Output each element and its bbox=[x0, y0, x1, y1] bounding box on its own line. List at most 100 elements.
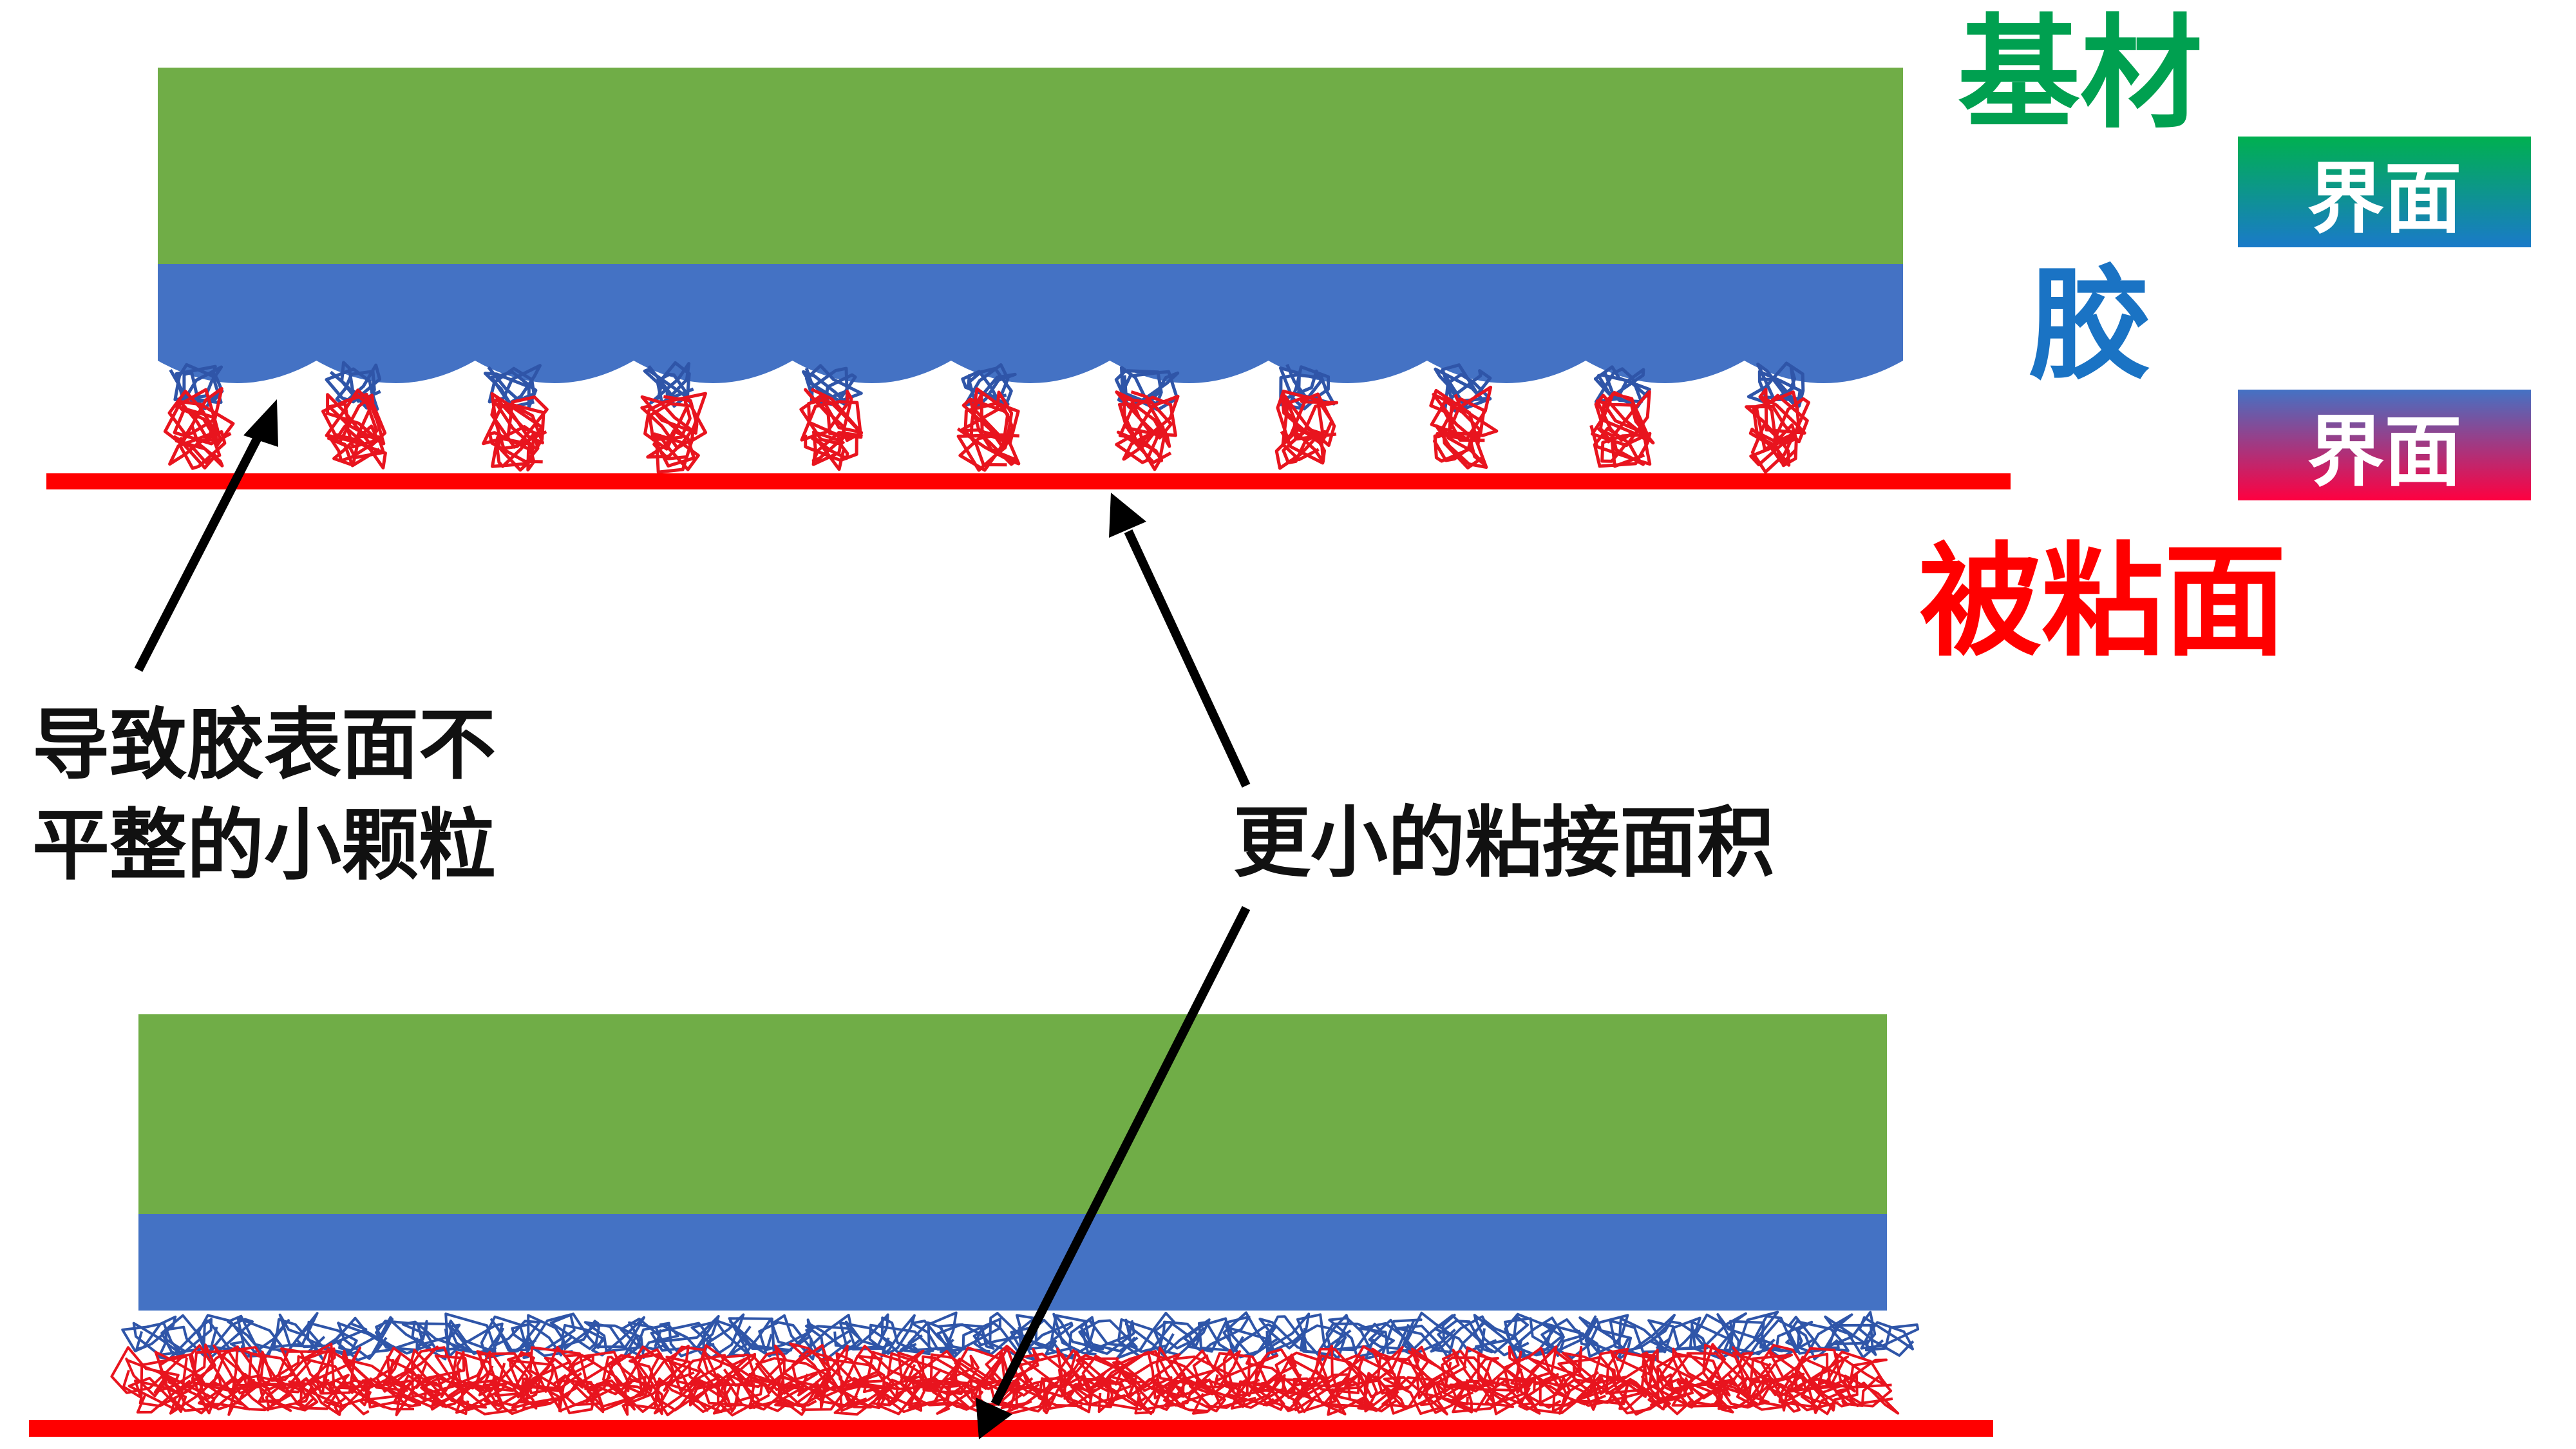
bottom-polymer-chain bbox=[420, 1376, 488, 1416]
top-adhesive-layer bbox=[158, 264, 1903, 383]
bottom-polymer-chain bbox=[480, 1315, 541, 1359]
bottom-polymer-chain bbox=[511, 1313, 576, 1359]
top-polymer-chain bbox=[483, 364, 542, 409]
bottom-polymer-chain bbox=[1075, 1351, 1148, 1399]
bottom-polymer-chain bbox=[549, 1312, 604, 1351]
bottom-polymer-chain bbox=[434, 1350, 498, 1399]
bottom-polymer-chain bbox=[583, 1316, 645, 1359]
bottom-polymer-chain bbox=[528, 1346, 594, 1395]
bottom-polymer-chain bbox=[1858, 1316, 1920, 1357]
bottom-polymer-chain bbox=[946, 1346, 1021, 1396]
bottom-polymer-chain bbox=[256, 1375, 319, 1412]
bottom-polymer-chain bbox=[1258, 1312, 1311, 1359]
top-polymer-chain bbox=[1115, 422, 1172, 471]
top-polymer-chains bbox=[163, 361, 1810, 474]
bottom-adherend-line bbox=[29, 1420, 1993, 1437]
bottom-polymer-chain bbox=[758, 1314, 816, 1361]
bottom-polymer-chain bbox=[693, 1344, 755, 1390]
bottom-polymer-chain bbox=[180, 1344, 246, 1401]
bottom-adhesive-layer bbox=[138, 1214, 1887, 1311]
top-scenario bbox=[46, 68, 2011, 489]
bottom-polymer-chain bbox=[1323, 1316, 1395, 1359]
top-polymer-chain bbox=[646, 426, 700, 474]
legend-adhesive-label: 胶 bbox=[2029, 254, 2152, 396]
bottom-polymer-chain bbox=[972, 1312, 1037, 1361]
top-polymer-chain bbox=[960, 387, 1020, 450]
bottom-polymer-chain bbox=[1671, 1378, 1736, 1414]
bottom-polymer-chain bbox=[1236, 1348, 1305, 1397]
bottom-polymer-chain bbox=[620, 1318, 679, 1359]
bottom-polymer-chain bbox=[980, 1345, 1053, 1399]
bottom-polymer-chain bbox=[375, 1345, 442, 1401]
bottom-polymer-chain bbox=[936, 1318, 1001, 1359]
bottom-polymer-chain bbox=[1381, 1376, 1448, 1416]
bottom-scenario bbox=[29, 1014, 1993, 1437]
bottom-polymer-chain bbox=[663, 1345, 726, 1399]
bottom-polymer-chain bbox=[1473, 1314, 1530, 1360]
bottom-polymer-chain bbox=[1577, 1314, 1637, 1358]
arrow-to-bottom-contact bbox=[976, 905, 1251, 1439]
bottom-polymer-chain bbox=[1066, 1378, 1126, 1414]
top-polymer-chain bbox=[321, 388, 387, 449]
bottom-polymer-chain bbox=[334, 1316, 394, 1361]
bottom-polymer-chain bbox=[1689, 1312, 1747, 1361]
bottom-polymer-chain bbox=[1736, 1372, 1805, 1413]
top-polymer-chain bbox=[956, 427, 1021, 472]
top-substrate-layer bbox=[158, 68, 1903, 264]
legend-interface-top-box: 界面 bbox=[2238, 137, 2531, 247]
bottom-polymer-chain bbox=[1293, 1377, 1352, 1416]
bottom-polymer-chain bbox=[629, 1345, 701, 1394]
top-polymer-chain bbox=[1279, 364, 1336, 411]
top-polymer-chain bbox=[1589, 424, 1652, 468]
bottom-polymer-chain bbox=[1753, 1343, 1829, 1397]
bottom-polymer-chain bbox=[1596, 1349, 1658, 1398]
bottom-polymer-chain bbox=[128, 1376, 192, 1414]
bottom-polymer-chain bbox=[1823, 1311, 1884, 1359]
bottom-polymer-chain bbox=[866, 1378, 933, 1416]
top-polymer-chain bbox=[1274, 426, 1327, 470]
arrow-to-top-contact bbox=[1109, 493, 1251, 788]
top-polymer-chain bbox=[1433, 424, 1488, 469]
bottom-polymer-chain bbox=[1296, 1313, 1350, 1361]
bottom-polymer-chain bbox=[239, 1348, 312, 1392]
legend-substrate-label: 基材 bbox=[1958, 3, 2203, 145]
bottom-polymer-chain bbox=[737, 1372, 807, 1416]
top-polymer-chain bbox=[327, 424, 387, 469]
bottom-polymer-chain bbox=[121, 1315, 185, 1356]
top-polymer-chain bbox=[1429, 385, 1499, 446]
bottom-polymer-chain bbox=[389, 1374, 454, 1417]
bottom-polymer-chain bbox=[1115, 1312, 1175, 1362]
bottom-substrate-layer bbox=[138, 1014, 1887, 1214]
bottom-polymer-chain bbox=[1044, 1312, 1104, 1361]
bottom-polymer-chain bbox=[1504, 1312, 1565, 1360]
bottom-polymer-chain bbox=[1640, 1349, 1694, 1401]
bottom-polymer-chain bbox=[1112, 1350, 1185, 1398]
bottom-polymer-chain bbox=[833, 1313, 893, 1351]
bottom-polymer-chain bbox=[110, 1346, 187, 1399]
bottom-polymer-chain bbox=[1153, 1318, 1211, 1356]
bottom-polymer-chain bbox=[690, 1313, 752, 1361]
top-polymer-chain bbox=[640, 392, 708, 451]
top-polymer-chain bbox=[1114, 366, 1180, 412]
bottom-polymer-chain bbox=[1441, 1349, 1499, 1401]
bottom-polymer-chain bbox=[1371, 1345, 1436, 1395]
bottom-polymer-chain bbox=[1686, 1343, 1754, 1394]
top-polymer-chain bbox=[325, 361, 382, 411]
top-polymer-chain bbox=[1115, 390, 1180, 448]
bottom-polymer-chains bbox=[110, 1311, 1920, 1417]
annotation-arrows bbox=[134, 399, 1251, 1439]
bottom-polymer-chain bbox=[153, 1343, 216, 1394]
bottom-polymer-chain bbox=[1609, 1314, 1676, 1361]
bottom-polymer-chain bbox=[1713, 1311, 1783, 1356]
bottom-polymer-chain bbox=[1146, 1346, 1216, 1399]
bottom-polymer-chain bbox=[1727, 1346, 1794, 1401]
top-polymer-chain bbox=[1747, 361, 1805, 410]
bottom-polymer-chain bbox=[1183, 1315, 1251, 1354]
bottom-polymer-chain bbox=[899, 1311, 958, 1356]
bottom-polymer-chain bbox=[1037, 1375, 1092, 1415]
bottom-polymer-chain bbox=[401, 1320, 469, 1361]
top-polymer-chain bbox=[168, 424, 227, 470]
bottom-polymer-chain bbox=[1538, 1315, 1602, 1359]
bottom-polymer-chain bbox=[613, 1377, 665, 1416]
